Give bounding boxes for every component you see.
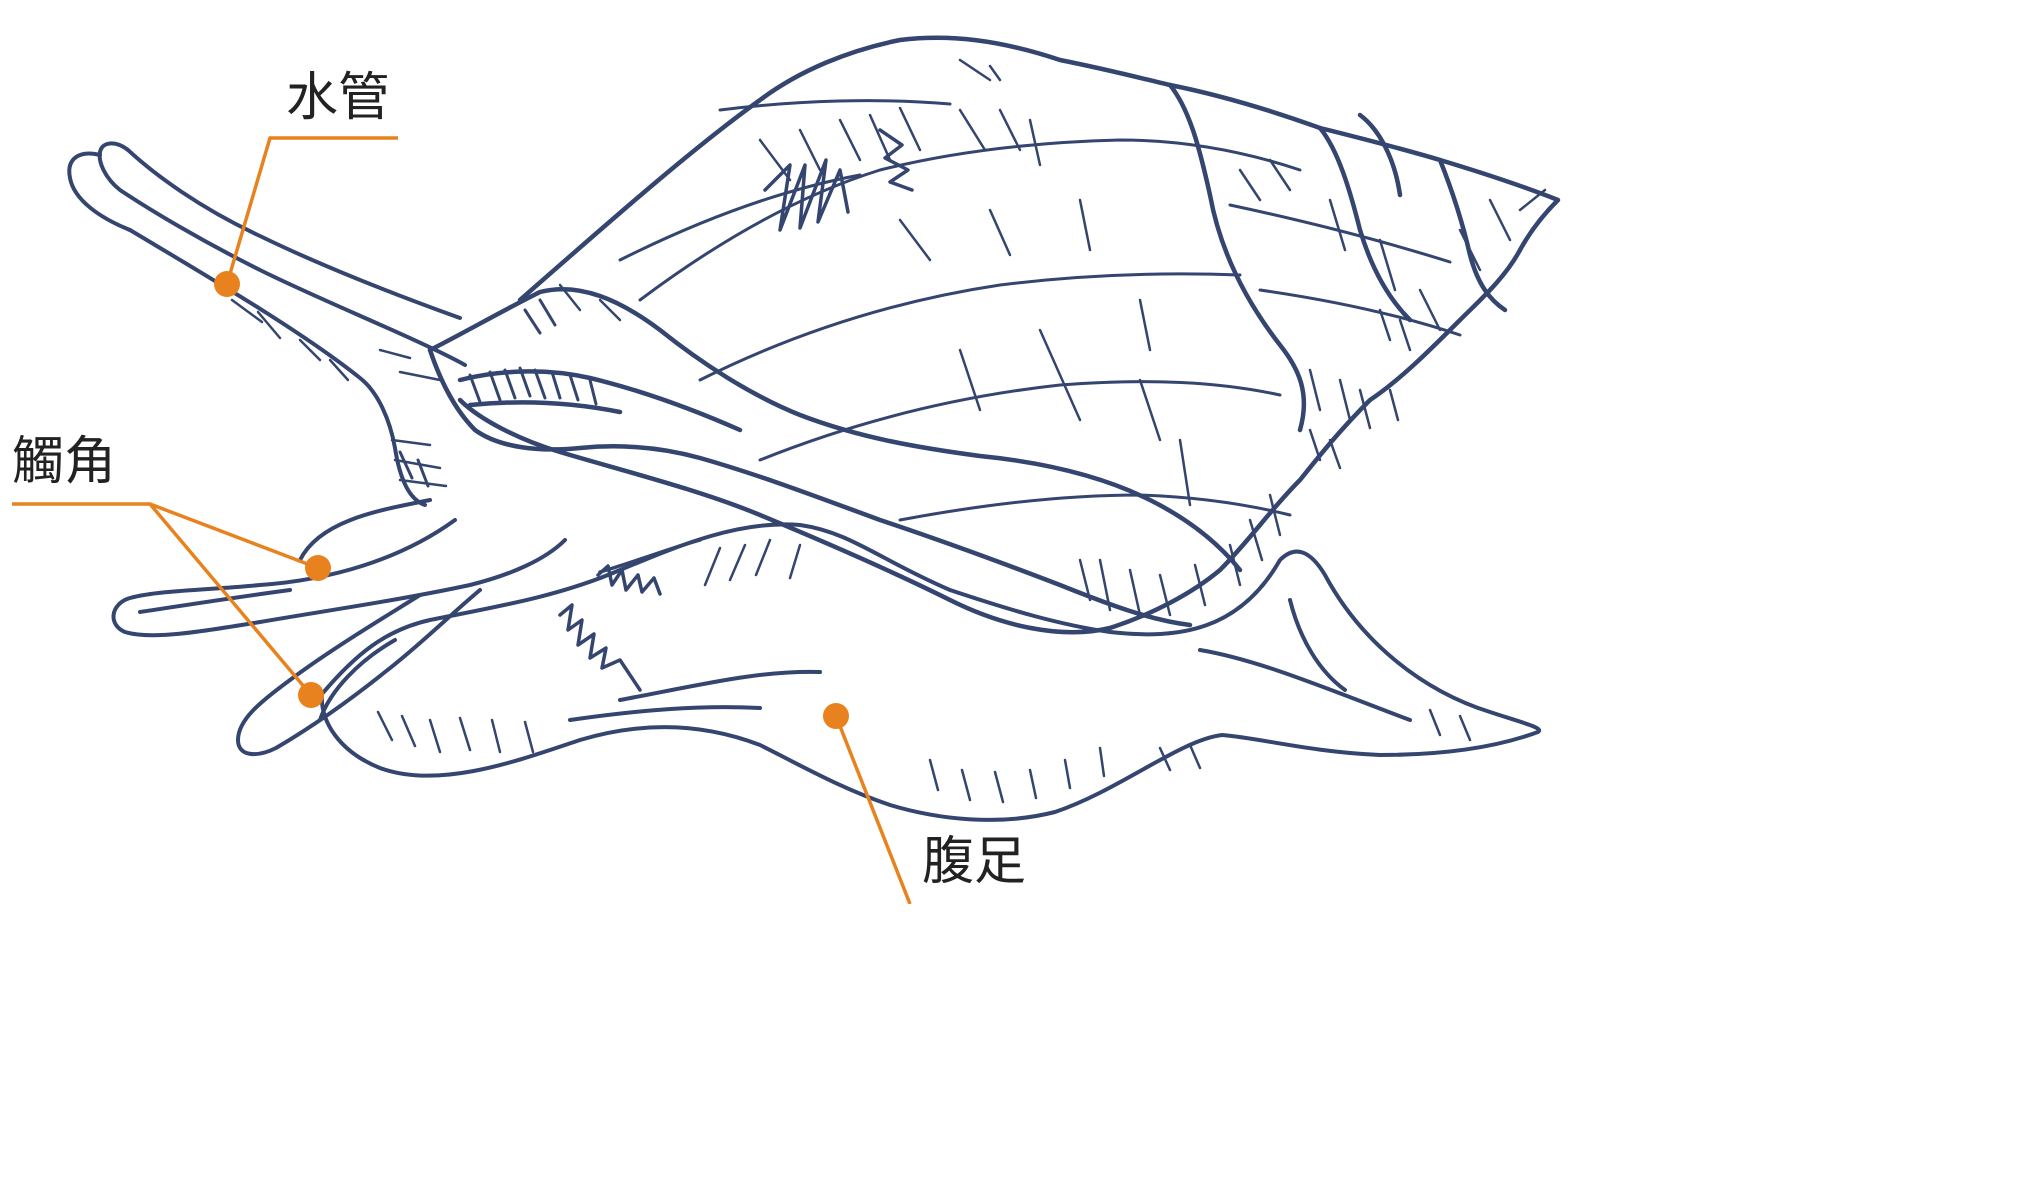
tentacle-outline <box>111 498 567 757</box>
tentacle-leader-line-2 <box>148 502 313 697</box>
shell-ribs <box>618 99 1462 522</box>
foot-outline <box>318 522 1542 822</box>
tentacle-pointer-dot <box>305 555 331 581</box>
snail-diagram: 水管 觸角 腹足 <box>12 35 1561 904</box>
siphon-label: 水管 <box>286 68 391 128</box>
aperture-hatching <box>398 298 598 488</box>
siphon-hatching <box>230 298 448 488</box>
shell-aperture <box>427 287 1243 628</box>
siphon-outline <box>67 141 467 507</box>
foot-leader-line <box>834 715 912 904</box>
tentacle-leader-line <box>12 502 319 570</box>
tentacle-pointer-dot-2 <box>298 682 324 708</box>
siphon-pointer-dot <box>214 271 240 297</box>
foot-scribble <box>558 538 702 692</box>
shell-zigzag <box>763 128 914 232</box>
foot-label: 腹足 <box>922 832 1027 892</box>
foot-hatching <box>376 538 1472 804</box>
foot-pointer-dot <box>823 703 849 729</box>
snail-illustration <box>12 35 1561 904</box>
tentacle-label: 觸角 <box>12 432 117 492</box>
shell-hatching <box>558 58 1547 617</box>
shell-outline <box>457 35 1561 635</box>
siphon-leader-line <box>225 136 398 285</box>
